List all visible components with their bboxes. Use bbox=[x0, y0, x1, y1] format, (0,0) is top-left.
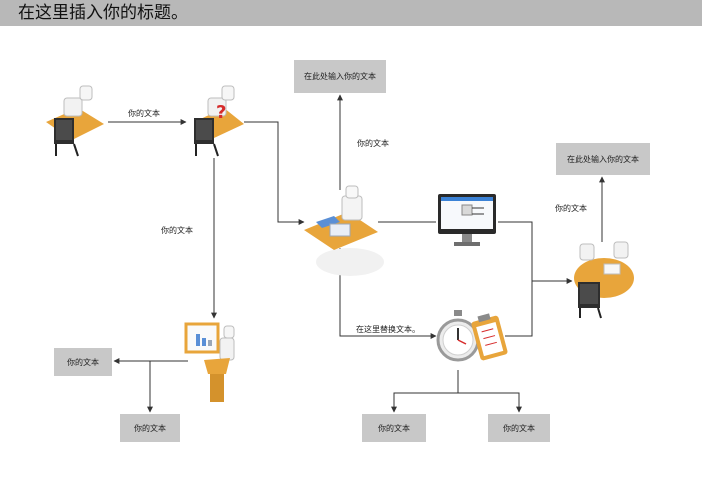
left-side-textbox: 你的文本 bbox=[54, 348, 112, 376]
connector-lines bbox=[108, 94, 605, 413]
meeting-table-icon bbox=[574, 241, 634, 319]
desk-workstation-icon bbox=[304, 185, 384, 276]
arrow-label-up-center: 你的文本 bbox=[357, 139, 389, 148]
title-bar: 在这里插入你的标题。 bbox=[0, 0, 702, 26]
left-side-box-text: 你的文本 bbox=[67, 357, 99, 367]
arrow-person2-to-desk bbox=[244, 121, 305, 225]
monitor-icon bbox=[438, 194, 496, 246]
confused-person-icon: ? bbox=[194, 85, 244, 157]
person-at-desk-icon bbox=[46, 85, 104, 157]
left-bottom-box-text: 你的文本 bbox=[134, 423, 166, 433]
line-monitor-clipboard-join bbox=[498, 221, 533, 337]
bottom-center-right-textbox: 你的文本 bbox=[488, 414, 550, 442]
arrow-stopwatch-to-bottom-right-box bbox=[458, 392, 522, 413]
arrow-desk-to-stopwatch bbox=[339, 248, 437, 339]
page-title: 在这里插入你的标题。 bbox=[18, 3, 188, 23]
top-right-textbox: 在此处输入你的文本 bbox=[556, 143, 650, 175]
bottom-center-left-textbox: 你的文本 bbox=[362, 414, 426, 442]
presenter-icon bbox=[184, 322, 235, 402]
left-bottom-textbox: 你的文本 bbox=[120, 414, 180, 442]
checklist-clipboard-icon bbox=[471, 313, 508, 361]
top-center-box-text: 在此处输入你的文本 bbox=[304, 72, 376, 81]
arrow-label-down-left: 你的文本 bbox=[161, 226, 193, 235]
bottom-center-right-box-text: 你的文本 bbox=[503, 423, 535, 433]
arrow-label-top-left: 你的文本 bbox=[128, 109, 160, 118]
bottom-center-left-box-text: 你的文本 bbox=[378, 423, 410, 433]
top-center-textbox: 在此处输入你的文本 bbox=[294, 60, 386, 93]
arrow-stopwatch-to-bottom-left-box bbox=[391, 370, 459, 413]
stopwatch-icon bbox=[436, 310, 480, 362]
arrow-label-bottom-branch: 在这里替换文本。 bbox=[356, 325, 420, 334]
arrow-label-up-right: 你的文本 bbox=[555, 204, 587, 213]
top-right-box-text: 在此处输入你的文本 bbox=[567, 154, 639, 164]
svg-text:?: ? bbox=[216, 102, 226, 123]
